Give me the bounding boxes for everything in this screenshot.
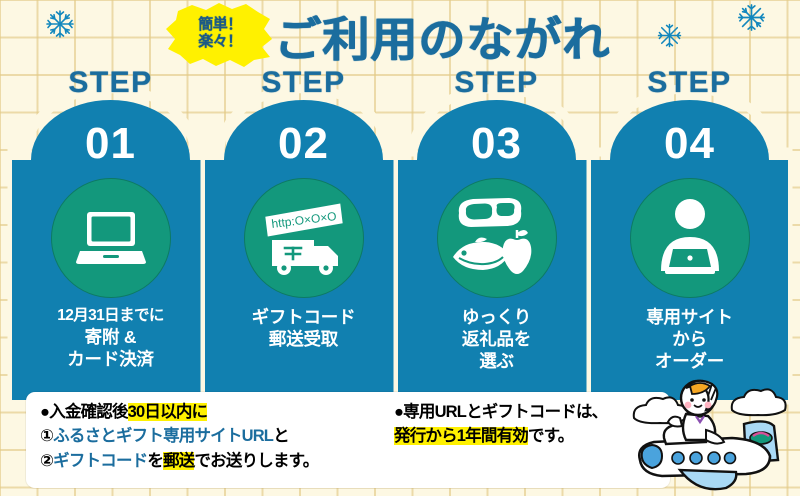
step-caption: ゆっくり 返礼品を 選ぶ: [404, 306, 589, 373]
step-number: 04: [664, 119, 715, 168]
note-text: でお送りします。: [194, 451, 319, 470]
caption-line: 選ぶ: [479, 351, 514, 372]
postal-truck-icon: http:O×O×O: [243, 178, 364, 298]
caption-line: ゆっくり: [461, 307, 532, 327]
note-line: ②ギフトコードを郵送でお送りします。: [40, 449, 390, 473]
badge-burst-shape: [166, 3, 272, 67]
snowflake-icon: [656, 22, 683, 53]
step-caption: 専用サイト から オーダー: [597, 306, 782, 373]
meat-icon: [458, 198, 521, 227]
note-text: ●入金確認後: [40, 403, 128, 421]
step-label: STEP: [261, 66, 346, 99]
fish-icon: [452, 237, 523, 270]
note-highlight: 発行から1年間有効: [394, 427, 529, 446]
easy-badge: 簡単！ 楽々！: [166, 1, 274, 67]
caption-line: から: [672, 329, 707, 350]
step-card-02[interactable]: STEP 02 http:O×O×O: [200, 60, 407, 405]
step-card-04[interactable]: STEP 04 専用サイト から オーダー: [586, 60, 793, 405]
step-number: 01: [85, 119, 136, 168]
snowflake-icon: [736, 2, 767, 37]
person-laptop-icon: [629, 178, 750, 298]
food-gifts-icon: [436, 178, 557, 298]
airplane-illustration: [628, 378, 800, 496]
note-text: ●専用URLとギフトコードは、: [394, 403, 608, 421]
page-header: 簡単！ 楽々！ ご利用のながれ: [0, 0, 800, 72]
note-line: ●専用URLとギフトコードは、: [394, 400, 664, 424]
note-line: ●入金確認後30日以内に: [40, 400, 390, 424]
easy-badge-text: 簡単！ 楽々！: [198, 16, 242, 51]
note-text: と: [273, 427, 289, 446]
step-caption: ギフトコード 郵送受取: [211, 306, 396, 350]
snowflake-icon: [44, 8, 76, 44]
step-caption: 12月31日までに 寄附 & カード決済: [18, 306, 203, 370]
caption-line: 郵送受取: [268, 329, 339, 350]
caption-line: 寄附 &: [84, 326, 137, 347]
note-emphasis: ギフトコード: [53, 451, 148, 470]
step-label: STEP: [68, 66, 153, 99]
step-number: 02: [278, 119, 329, 168]
step-label: STEP: [647, 66, 732, 99]
badge-line-1: 簡単！: [198, 16, 242, 34]
badge-line-2: 楽々！: [198, 33, 242, 50]
caption-line: 12月31日までに: [57, 307, 164, 324]
steps-container: STEP 01 12月31日までに 寄附 & カード決済 STEP: [0, 60, 800, 405]
caption-line: 専用サイト: [646, 307, 733, 327]
note-highlight: 30日以内に: [127, 403, 208, 421]
cloud-icon: [730, 388, 787, 417]
caption-line: ギフトコード: [251, 307, 356, 327]
caption-line: 返礼品を: [461, 329, 532, 350]
step-number: 03: [471, 119, 522, 168]
step-label: STEP: [454, 66, 539, 99]
page-title: ご利用のながれ: [274, 12, 610, 66]
note-text: ②: [40, 451, 54, 470]
note-text: ①: [40, 427, 54, 446]
note-text: です。: [527, 427, 574, 446]
caption-line: オーダー: [654, 351, 725, 372]
note-right-column: ●専用URLとギフトコードは、発行から1年間有効です。: [394, 400, 664, 449]
step-card-01[interactable]: STEP 01 12月31日までに 寄附 & カード決済: [7, 60, 214, 405]
note-line: ①ふるさとギフト専用サイトURLと: [40, 424, 390, 448]
note-highlight: 郵送: [163, 451, 195, 470]
step-card-03[interactable]: STEP 03: [393, 60, 600, 405]
note-text: を: [147, 451, 164, 470]
caption-line: カード決済: [67, 348, 154, 369]
laptop-icon: [50, 178, 171, 298]
note-line: 発行から1年間有効です。: [394, 424, 664, 448]
note-emphasis: ふるさとギフト専用サイトURL: [53, 427, 274, 446]
